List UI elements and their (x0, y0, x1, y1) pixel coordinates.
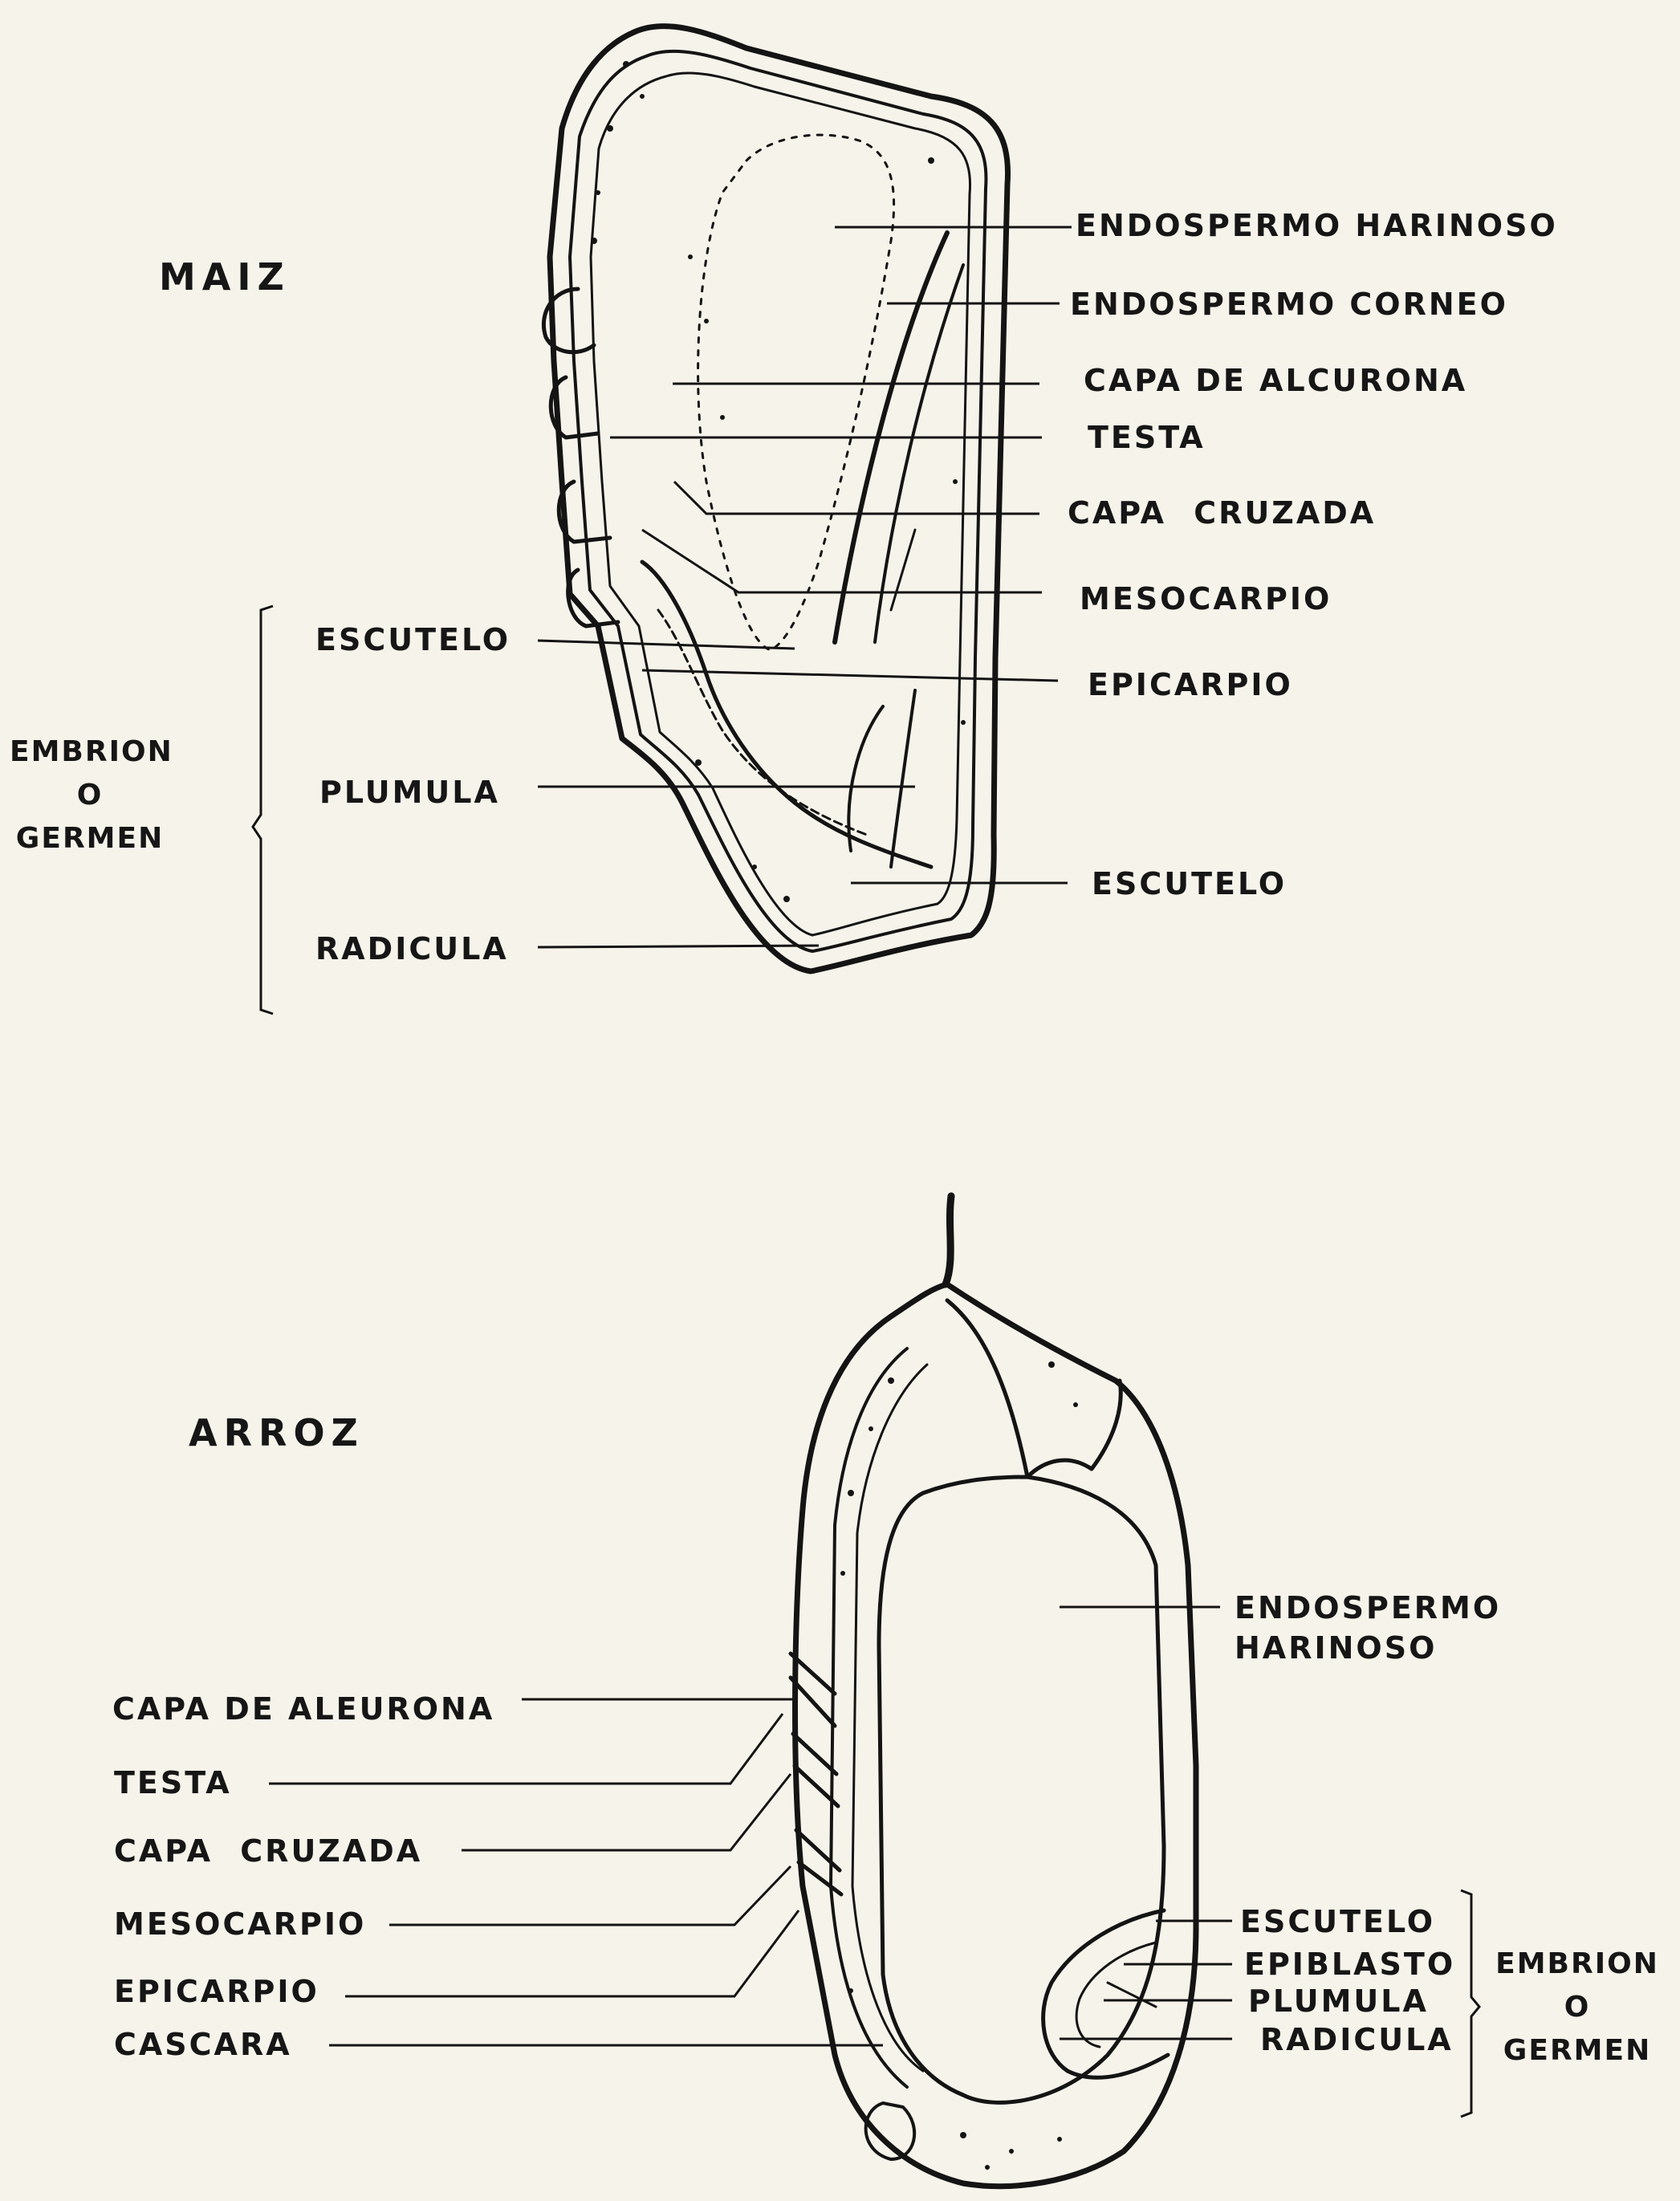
label-maize-escutelo-left: ESCUTELO (315, 624, 511, 655)
label-maize-plumula: PLUMULA (319, 777, 500, 808)
maize-embryo-bracket (253, 606, 273, 1014)
rice-endosperm-line-2: HARINOSO (1235, 1628, 1501, 1668)
label-rice-mesocarpio: MESOCARPIO (114, 1909, 366, 1939)
leader-rice-epicarpio (345, 1910, 799, 1996)
maize-kernel-drawing (543, 26, 1007, 971)
label-rice-capa-de-aleurona: CAPA DE ALEURONA (112, 1694, 494, 1724)
label-maize-endospermo-harinoso: ENDOSPERMO HARINOSO (1076, 210, 1558, 241)
leader-maize-capa-cruzada (674, 482, 1039, 514)
rice-title: ARROZ (189, 1414, 364, 1451)
label-maize-capa-cruzada: CAPA CRUZADA (1068, 498, 1376, 528)
label-rice-endospermo-harinoso: ENDOSPERMO HARINOSO (1235, 1588, 1501, 1668)
leader-maize-mesocarpio (642, 530, 1042, 592)
maize-title: MAIZ (159, 258, 291, 295)
label-maize-endospermo-corneo: ENDOSPERMO CORNEO (1070, 289, 1508, 319)
rice-awn (946, 1196, 951, 1284)
rice-fold (947, 1300, 1121, 1477)
label-rice-capa-cruzada: CAPA CRUZADA (114, 1836, 422, 1866)
maize-corneous-streak-3 (891, 530, 915, 610)
rice-embryo-scutellum (1043, 1910, 1168, 2077)
rice-endosperm-line-1: ENDOSPERMO (1235, 1588, 1501, 1628)
maize-pericarp-outline (550, 26, 1008, 971)
rice-layer-2 (852, 1365, 927, 2071)
label-maize-capa-de-alcurona: CAPA DE ALCURONA (1084, 365, 1467, 396)
rice-group-line-3: GERMEN (1489, 2029, 1666, 2073)
rice-group-line-2: O (1489, 1986, 1666, 2029)
label-rice-epiblasto: EPIBLASTO (1244, 1949, 1455, 1979)
maize-group-line-3: GERMEN (10, 817, 170, 860)
rice-endosperm (879, 1477, 1164, 2102)
label-maize-testa: TESTA (1088, 422, 1206, 453)
maize-floury-endosperm (698, 135, 894, 650)
label-maize-mesocarpio: MESOCARPIO (1080, 584, 1332, 614)
maize-seedcoat-line-2 (591, 73, 970, 935)
label-rice-cascara: CASCARA (114, 2029, 292, 2060)
label-maize-escutelo-right: ESCUTELO (1092, 869, 1287, 899)
maize-seedcoat-line-1 (570, 51, 986, 951)
maize-scutellum (642, 562, 931, 867)
maize-corneous-streak-2 (875, 265, 963, 642)
maize-radicle (891, 690, 915, 867)
rice-group-line-1: EMBRION (1489, 1943, 1666, 1986)
label-maize-radicula: RADICULA (315, 934, 509, 964)
rice-layer-1 (831, 1349, 907, 2087)
leader-rice-capa-cruzada (462, 1774, 791, 1850)
leader-maize-escutelo-left (538, 641, 795, 649)
leader-maize-radicula (538, 946, 819, 947)
maize-stipple (591, 61, 966, 902)
label-rice-escutelo: ESCUTELO (1240, 1906, 1435, 1937)
maize-group-line-2: O (10, 774, 170, 817)
label-rice-radicula: RADICULA (1260, 2024, 1454, 2055)
maize-embryo-group-label: EMBRION O GERMEN (10, 730, 170, 860)
label-maize-epicarpio: EPICARPIO (1088, 669, 1293, 700)
rice-embryo-bracket (1461, 1890, 1479, 2117)
rice-embryo-plumule (1108, 1983, 1156, 2007)
rice-leader-lines (269, 1607, 1232, 2045)
rice-embryo-group-label: EMBRION O GERMEN (1489, 1943, 1666, 2073)
label-rice-epicarpio: EPICARPIO (114, 1976, 319, 2007)
label-rice-testa: TESTA (114, 1768, 232, 1798)
maize-group-line-1: EMBRION (10, 730, 170, 774)
leader-rice-mesocarpio (389, 1866, 791, 1925)
label-rice-plumula: PLUMULA (1248, 1986, 1429, 2016)
